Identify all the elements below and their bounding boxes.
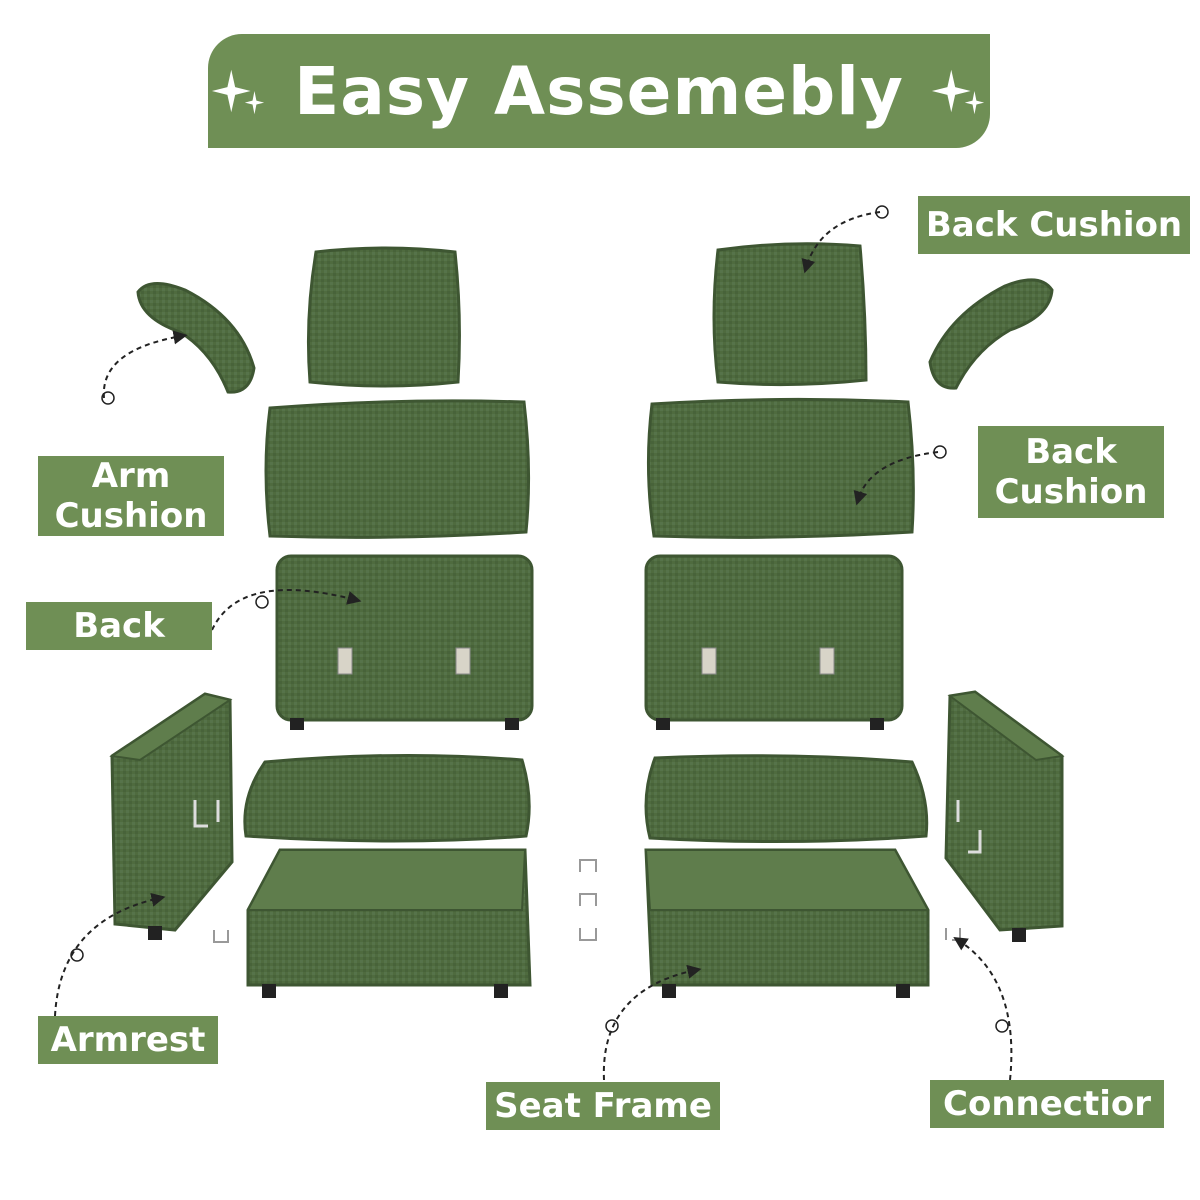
arrow-connector [953,936,1013,1081]
label-back-cushion-top: Back Cushion [918,196,1190,254]
callout-dot-back-cushion-top [875,205,889,219]
callout-dot-back [255,595,269,609]
arrow-back-cushion-top [801,211,881,274]
left-pillow [306,246,461,388]
right-back-cushion [646,397,915,539]
left-back-cushion [264,399,531,539]
arrow-armrest [54,892,166,1017]
right-arm-cushion [928,278,1054,390]
left-seat-cushion [243,753,531,843]
title-banner: Easy Assemebly [208,34,990,148]
right-seat-cushion [644,754,929,844]
left-seat-frame [246,848,532,998]
arrow-seat-frame [602,964,702,1081]
callout-dot-back-cushion-mid [933,445,947,459]
right-back-panel [644,554,904,730]
callout-dot-seat-frame [605,1019,619,1033]
left-connector [213,930,229,943]
middle-connectors [579,859,597,941]
left-arm-cushion [136,282,256,394]
right-connector [945,928,961,941]
label-back-cushion-mid: Back Cushion [978,426,1164,518]
sparkle-icon-right [931,69,985,115]
right-pillow [712,242,868,387]
label-seat-frame: Seat Frame [486,1082,720,1130]
right-seat-frame [644,848,930,998]
callout-dot-armrest [70,948,84,962]
left-back-panel [275,554,534,730]
label-armrest: Armrest [38,1016,218,1064]
label-back: Back [26,602,212,650]
arrow-back-cushion-mid [853,451,939,506]
arrow-back [211,589,362,631]
left-armrest [109,692,234,940]
right-armrest [944,690,1065,942]
sparkle-icon-left [212,69,265,115]
callout-dot-connector [995,1019,1009,1033]
arrow-arm-cushion [102,330,188,399]
page-title: Easy Assemebly [294,52,904,130]
label-arm-cushion: Arm Cushion [38,456,224,536]
label-connector: Connectior [930,1080,1164,1128]
callout-dot-arm-cushion [101,391,115,405]
